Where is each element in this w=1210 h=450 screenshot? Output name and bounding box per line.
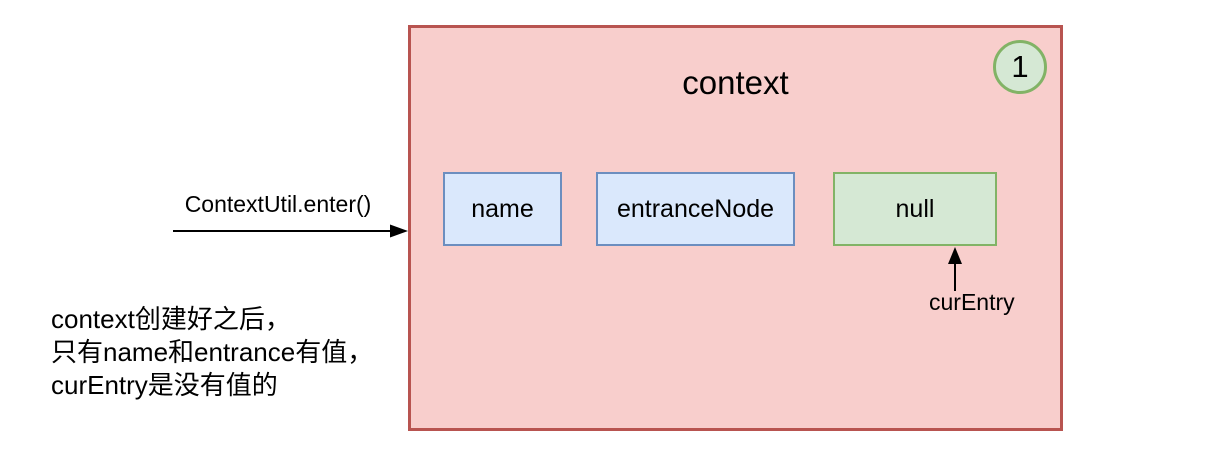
- enter-arrow: [173, 224, 408, 238]
- enter-arrow-label: ContextUtil.enter(): [184, 191, 372, 217]
- cur-entry-label: curEntry: [929, 289, 1015, 315]
- field-box-entrance-node: entranceNode: [596, 172, 795, 246]
- step-number-badge: 1: [993, 40, 1047, 94]
- note-text: context创建好之后， 只有name和entrance有值， curEntr…: [51, 303, 373, 402]
- note-line-1: context创建好之后，: [51, 304, 291, 334]
- context-title: context: [682, 64, 789, 101]
- field-box-name: name: [443, 172, 562, 246]
- note-line-3: curEntry是没有值的: [51, 370, 278, 400]
- field-box-cur-entry-null: null: [833, 172, 997, 246]
- note-line-2: 只有name和entrance有值，: [51, 337, 374, 367]
- enter-arrowhead-icon: [390, 224, 408, 238]
